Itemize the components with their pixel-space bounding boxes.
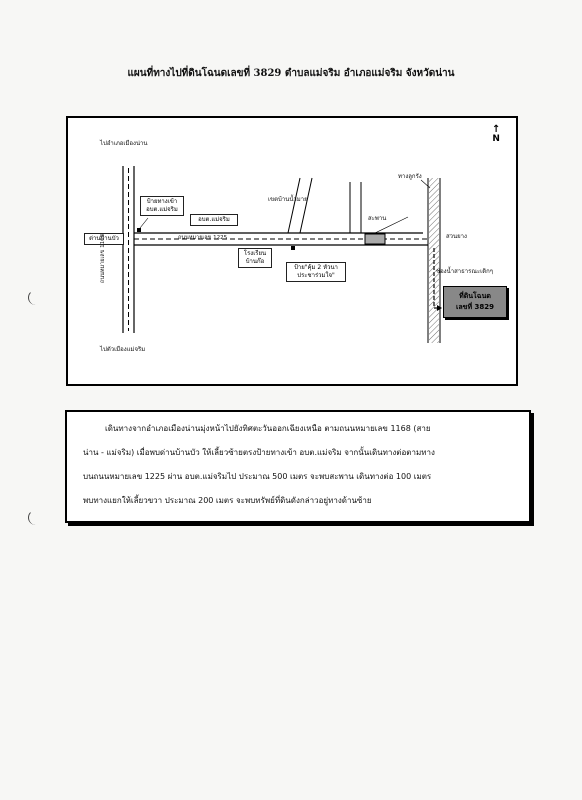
north-indicator: ↑ N	[492, 124, 501, 145]
punch-hole-mark	[28, 510, 43, 525]
to-maecharim-label: ไปตัวเมืองแม่จริม	[100, 346, 146, 353]
reservoir-label: ช่องน้ำสาธารณะเดิกๆ	[436, 268, 493, 275]
boundary-label: เขตบ้านน้ำมาย	[268, 196, 308, 203]
description-line: พบทางแยกให้เลี้ยวขวา ประมาณ 200 เมตร จะพ…	[83, 496, 372, 505]
route-description: เดินทางจากอำเภอเมืองน่านมุ่งหน้าไปยังทิศ…	[65, 410, 531, 523]
north-arrow-icon: ↑	[492, 124, 501, 135]
location-map: ↑ N ไปอำเภอเมืองน่าน ไปตัวเมืองแม่จริม ป…	[66, 116, 518, 386]
dirt-road-label: ทางลูกรัง	[398, 173, 422, 180]
canal-hatch	[429, 178, 439, 343]
village-sign-box: ป้าย"คุ้ม 2 หัวนา ประชาร่วมใจ"	[286, 262, 346, 283]
road-1168-label: ถนนหมายเลข 1168	[100, 233, 106, 283]
description-line: เดินทางจากอำเภอเมืองน่านมุ่งหน้าไปยังทิศ…	[105, 424, 431, 433]
leader-line	[139, 217, 149, 229]
bridge-symbol	[364, 233, 386, 245]
side-road-north	[287, 177, 301, 234]
north-label: N	[492, 134, 500, 144]
checkpoint-box: ด่านบ้านบัว	[84, 233, 124, 246]
map-drawing	[122, 166, 442, 343]
plot-3829-box: ที่ดินโฉนด เลขที่ 3829	[443, 286, 507, 318]
punch-hole-mark	[28, 290, 43, 305]
page-title: แผนที่ทางไปที่ดินโฉนดเลขที่ 3829 ตำบลแม่…	[127, 68, 455, 79]
village-sign-marker	[291, 246, 295, 250]
road-1225-label: ถนนหมายเลข 1225	[178, 235, 228, 241]
entrance-sign-box: ป้ายทางเข้า อบต.แม่จริม	[140, 196, 184, 217]
school-box: โรงเรียน บ้านก๊อ	[238, 248, 272, 269]
leader-line	[372, 216, 409, 235]
entrance-sign-marker	[137, 228, 141, 232]
garden-label: สวนยาง	[446, 233, 467, 240]
route-arrowhead	[437, 305, 442, 311]
to-nan-label: ไปอำเภอเมืองน่าน	[100, 140, 148, 147]
bridge-label: สะพาน	[368, 215, 387, 222]
leader-line	[420, 179, 431, 189]
side-road-north	[299, 177, 313, 234]
obt-office-box: อบต.แม่จริม	[190, 214, 238, 227]
description-line: บนถนนหมายเลข 1225 ผ่าน อบต.แม่จริมไป ประ…	[83, 472, 432, 481]
road-1168-line	[122, 166, 135, 333]
description-line: น่าน - แม่จริม) เมื่อพบด่านบ้านบัว ให้เล…	[83, 448, 435, 457]
